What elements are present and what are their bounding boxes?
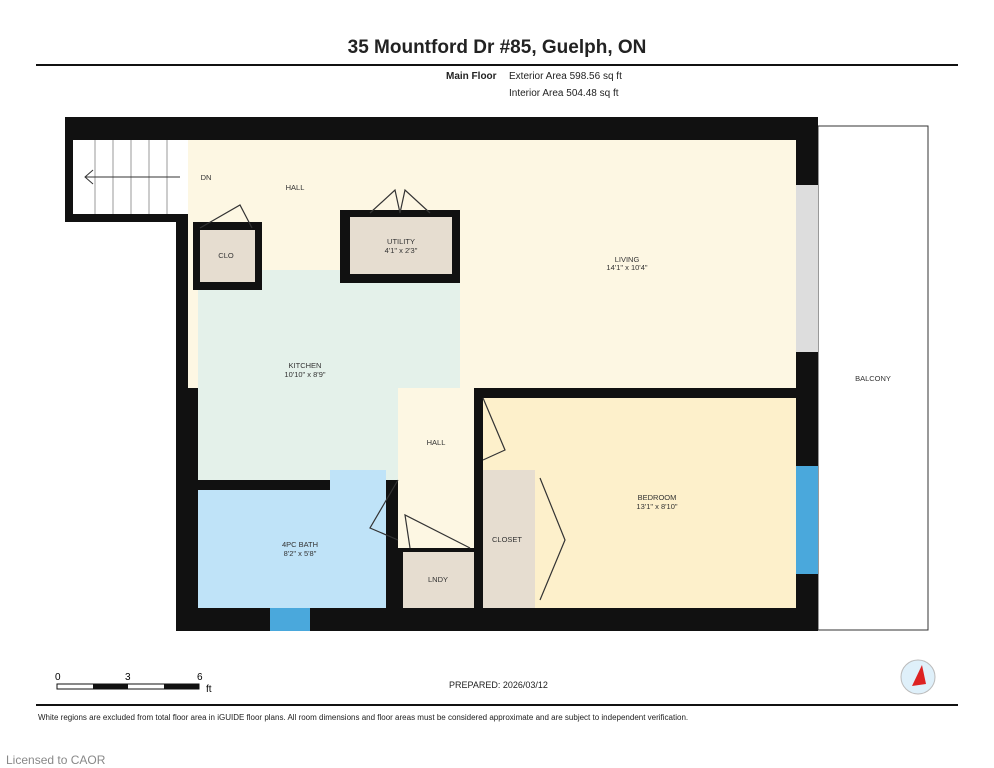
scale-bar: 0 3 6 ft xyxy=(55,672,212,695)
stairs-down-label: DN xyxy=(201,173,212,182)
exterior-area: Exterior Area 598.56 sq ft xyxy=(509,71,622,82)
clo-label: CLO xyxy=(218,251,234,260)
lndy-label: LNDY xyxy=(428,575,448,584)
clo-floor xyxy=(200,230,255,282)
closet-label: CLOSET xyxy=(492,535,522,544)
balcony-label: BALCONY xyxy=(855,374,891,383)
door-swings xyxy=(199,188,566,601)
hall-label: HALL xyxy=(286,183,305,192)
utility-label: UTILITY xyxy=(387,237,415,246)
window xyxy=(796,466,818,574)
page-title: 35 Mountford Dr #85, Guelph, ON xyxy=(347,37,647,58)
utility-dims: 4'1" x 2'3" xyxy=(385,246,418,255)
hall2-label: HALL xyxy=(427,438,446,447)
stairs xyxy=(73,140,188,214)
disclaimer: White regions are excluded from total fl… xyxy=(38,713,689,722)
svg-text:0: 0 xyxy=(55,672,61,683)
bath-dims: 8'2" x 5'8" xyxy=(284,549,317,558)
kitchen-dims: 10'10" x 8'9" xyxy=(284,370,325,379)
closet-floor xyxy=(483,470,535,608)
floor-name: Main Floor xyxy=(446,71,497,82)
prepared-date: PREPARED: 2026/03/12 xyxy=(449,680,548,690)
svg-text:ft: ft xyxy=(206,684,212,695)
utility-floor xyxy=(350,217,452,274)
window xyxy=(796,185,818,352)
bedroom-dims: 13'1" x 8'10" xyxy=(636,502,677,511)
divider xyxy=(36,704,958,706)
divider xyxy=(36,64,958,66)
lndy-floor xyxy=(403,552,474,608)
kitchen-label: KITCHEN xyxy=(289,361,322,370)
svg-text:6: 6 xyxy=(197,672,203,683)
living-dims: 14'1" x 10'4" xyxy=(606,263,647,272)
balcony xyxy=(817,125,929,631)
svg-text:3: 3 xyxy=(125,672,131,683)
window xyxy=(270,608,310,631)
license-watermark: Licensed to CAOR xyxy=(6,753,106,767)
bedroom-floor xyxy=(483,398,796,608)
hall2-floor xyxy=(398,388,474,548)
interior-area: Interior Area 504.48 sq ft xyxy=(509,88,619,99)
compass-icon xyxy=(900,659,936,695)
bath-label: 4PC BATH xyxy=(282,540,318,549)
bedroom-label: BEDROOM xyxy=(638,493,677,502)
living-label: LIVING xyxy=(615,255,640,264)
bath-floor xyxy=(198,490,386,608)
